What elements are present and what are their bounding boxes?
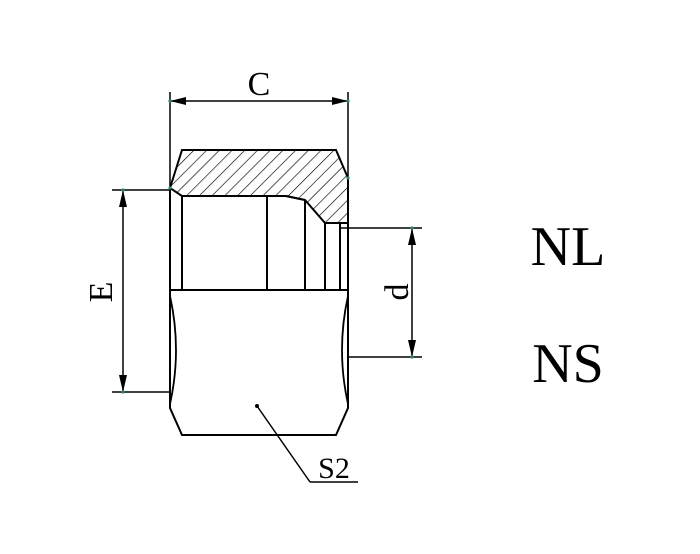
leader-s2 — [255, 404, 358, 483]
label-c: C — [248, 66, 271, 103]
label-e: E — [83, 282, 120, 303]
hex-chamfers — [169, 295, 349, 405]
dimension-c — [169, 92, 349, 188]
bore-lines — [170, 195, 348, 291]
label-d: d — [379, 284, 416, 301]
label-s2: S2 — [318, 452, 350, 485]
code-nl: NL — [531, 216, 606, 278]
construction-dots — [121, 99, 414, 394]
code-ns: NS — [532, 333, 604, 395]
hatched-section — [168, 149, 349, 224]
dimension-d — [340, 227, 422, 358]
dimension-e — [112, 189, 170, 393]
cap-body-outline — [169, 178, 349, 436]
